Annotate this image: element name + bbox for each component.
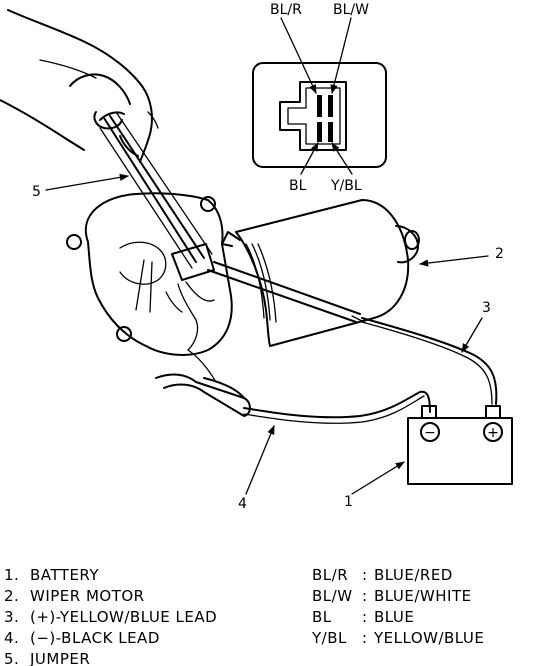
color-code-1: BL/R: [312, 566, 348, 584]
callouts: 5 2 3 1 4: [32, 173, 504, 512]
parts-legend-label-3: (+)-YELLOW/BLUE LEAD: [30, 608, 217, 626]
callout-2: 2: [495, 246, 504, 262]
positive-sign: +: [487, 425, 499, 441]
positive-lead: [207, 261, 498, 405]
connector-inset-frame: [252, 62, 387, 168]
connector-inset: BL/R BL/W BL Y/BL: [252, 2, 387, 194]
label-bl-r: BL/R: [270, 2, 302, 18]
parts-legend-num-4: 4.: [4, 629, 19, 647]
parts-legend-num-3: 3.: [4, 608, 19, 626]
callout-4-arrow: [245, 425, 275, 495]
parts-legend-label-5: JUMPER: [29, 650, 90, 666]
gearbox-housing: [85, 192, 233, 356]
parts-legend-label-4: (−)-BLACK LEAD: [30, 629, 160, 647]
color-name-3: BLUE: [374, 608, 414, 626]
callout-4: 4: [238, 496, 247, 512]
mount-hole-top: [200, 196, 216, 212]
mount-hole-left: [66, 234, 82, 250]
callout-3-arrow: [461, 317, 483, 353]
mount-hole-bottom: [116, 326, 132, 342]
callout-1: 1: [344, 494, 353, 510]
terminal-bl-w: [328, 95, 333, 117]
leader-bl-r: [280, 17, 317, 94]
color-name-2: BLUE/WHITE: [374, 587, 472, 605]
color-colon-2: :: [362, 587, 368, 605]
color-legend: BL/R : BLUE/RED BL/W : BLUE/WHITE BL : B…: [311, 566, 484, 647]
leader-bl: [300, 142, 319, 175]
callout-5-arrow: [45, 173, 129, 191]
parts-legend-label-2: WIPER MOTOR: [30, 587, 145, 605]
parts-legend-num-2: 2.: [4, 587, 19, 605]
terminal-bl: [317, 122, 322, 142]
color-colon-1: :: [362, 566, 368, 584]
positive-terminal-symbol: [483, 422, 503, 442]
negative-lead: [155, 373, 431, 424]
color-code-4: Y/BL: [311, 629, 347, 647]
label-y-bl: Y/BL: [330, 178, 362, 194]
jumper-wire: [99, 111, 213, 269]
connector-housing-outline: [279, 81, 347, 151]
callout-5: 5: [32, 184, 41, 200]
terminal-bl-r: [317, 95, 322, 117]
callout-2-arrow: [419, 255, 489, 267]
parts-legend-num-5: 5.: [4, 650, 19, 666]
parts-legend-label-1: BATTERY: [30, 566, 99, 584]
color-name-4: YELLOW/BLUE: [373, 629, 484, 647]
leader-bl-w: [330, 17, 352, 94]
battery: − +: [407, 405, 513, 485]
callout-3: 3: [482, 300, 491, 316]
color-name-1: BLUE/RED: [374, 566, 453, 584]
color-code-2: BL/W: [312, 587, 353, 605]
wiper-motor: [66, 192, 420, 383]
callout-1-arrow: [351, 461, 405, 495]
color-colon-3: :: [362, 608, 368, 626]
color-colon-4: :: [362, 629, 368, 647]
battery-positive-post: [485, 405, 501, 419]
parts-legend-num-1: 1.: [4, 566, 19, 584]
battery-negative-post: [421, 405, 437, 419]
label-bl: BL: [289, 178, 307, 194]
color-code-3: BL: [312, 608, 332, 626]
parts-legend: 1. BATTERY 2. WIPER MOTOR 3. (+)-YELLOW/…: [4, 566, 217, 666]
negative-sign: −: [424, 425, 436, 441]
terminal-y-bl: [328, 122, 333, 142]
leader-y-bl: [331, 142, 353, 175]
negative-terminal-symbol: [420, 422, 440, 442]
label-bl-w: BL/W: [333, 2, 369, 18]
